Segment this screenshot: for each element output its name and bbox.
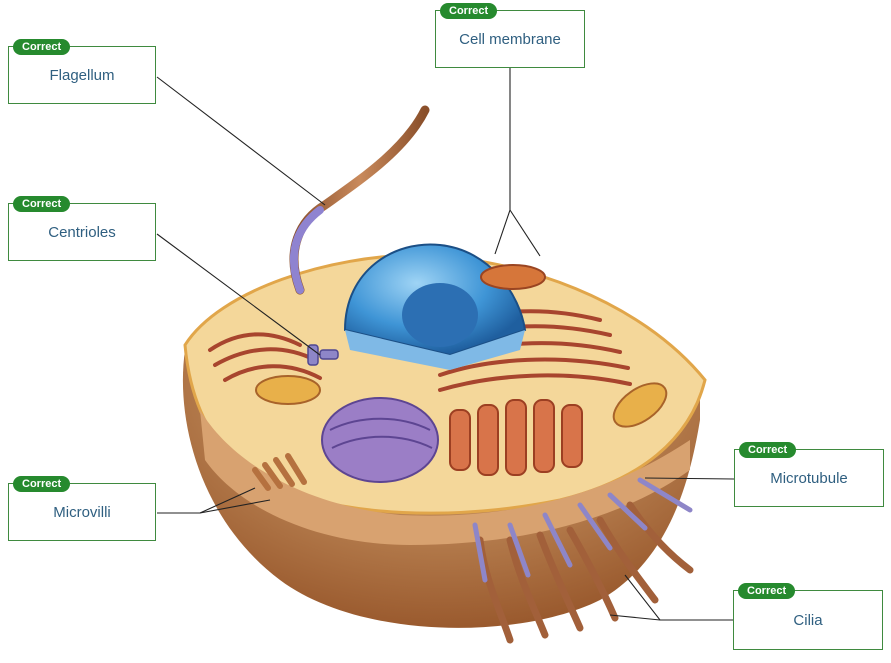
nucleolus xyxy=(402,283,478,347)
mitochondria xyxy=(255,264,668,428)
correct-badge: Correct xyxy=(13,196,71,212)
correct-badge: Correct xyxy=(440,3,498,19)
microtubule xyxy=(472,477,693,583)
label-text: Cilia xyxy=(793,611,823,629)
label-text: Centrioles xyxy=(48,223,116,241)
label-text: Microvilli xyxy=(53,503,111,521)
cut-wall xyxy=(200,410,690,545)
smooth-er xyxy=(449,399,583,476)
label-centrioles[interactable]: Correct Centrioles xyxy=(8,196,156,261)
correct-badge: Correct xyxy=(13,476,71,492)
label-text: Cell membrane xyxy=(459,30,561,48)
label-flagellum[interactable]: Correct Flagellum xyxy=(8,39,156,104)
correct-badge: Correct xyxy=(739,442,797,458)
microvilli xyxy=(252,453,307,491)
label-microvilli[interactable]: Correct Microvilli xyxy=(8,476,156,541)
centrioles xyxy=(307,344,339,366)
golgi-apparatus xyxy=(321,397,439,483)
label-cilia[interactable]: Correct Cilia xyxy=(733,583,883,650)
correct-badge: Correct xyxy=(738,583,796,599)
label-microtubule[interactable]: Correct Microtubule xyxy=(734,442,884,507)
label-text: Flagellum xyxy=(49,66,115,84)
label-cell-membrane[interactable]: Correct Cell membrane xyxy=(435,3,585,68)
correct-badge: Correct xyxy=(13,39,71,55)
label-text: Microtubule xyxy=(770,469,848,487)
leader-lines xyxy=(156,68,735,621)
